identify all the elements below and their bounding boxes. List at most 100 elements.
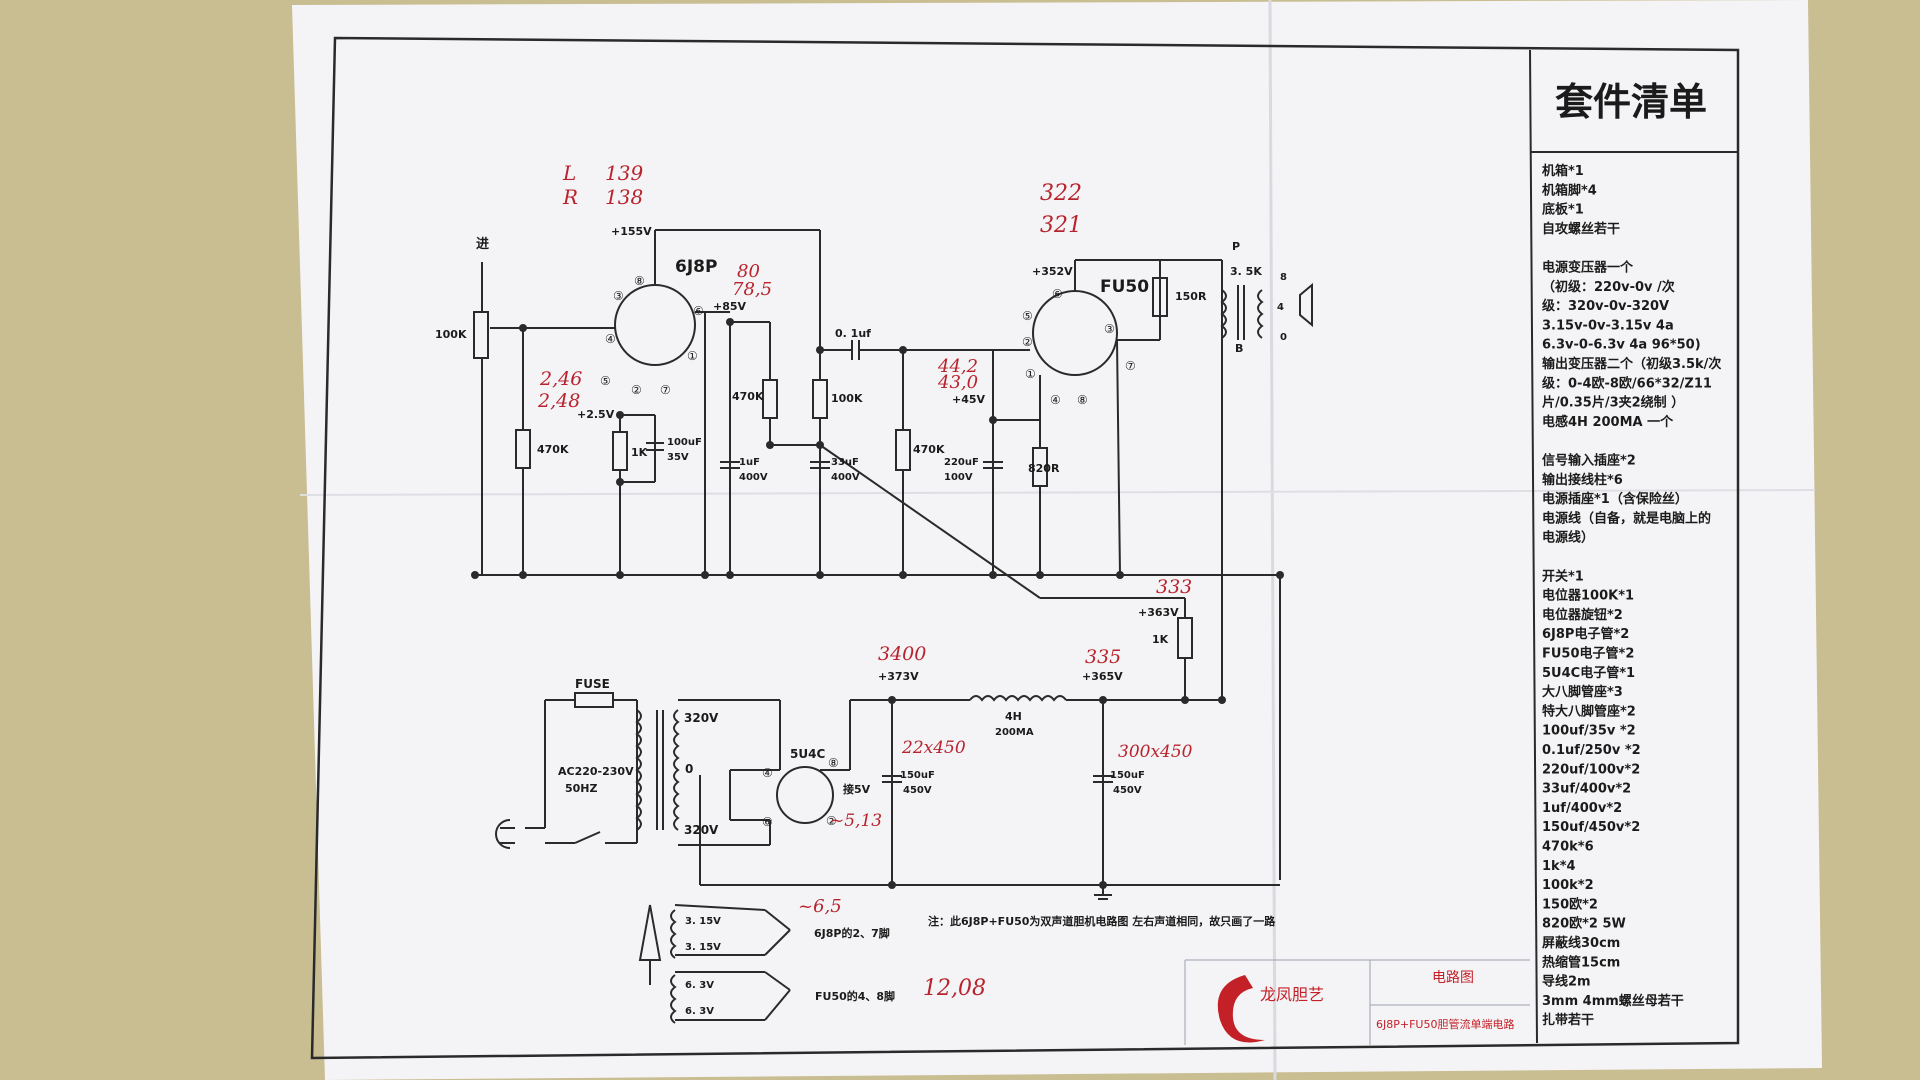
- kit-list-item: 扎带若干: [1542, 1012, 1594, 1028]
- kit-list-item: 5U4C电子管*1: [1542, 665, 1635, 681]
- kit-list-item: 1k*4: [1542, 859, 1576, 874]
- v25-label: +2.5V: [577, 408, 615, 421]
- svg-text:⑤: ⑤: [600, 374, 611, 388]
- kit-list-item: 电位器旋钮*2: [1542, 607, 1623, 623]
- kit-list-item: 片/0.35片/3夹2绕制 ）: [1542, 395, 1684, 411]
- filt1-c-volt: 450V: [903, 785, 932, 796]
- svg-text:⑦: ⑦: [660, 383, 671, 397]
- psu-wiring: [495, 692, 1280, 1024]
- fold-line: [299, 489, 1816, 496]
- hv-bottom-label: 320V: [684, 823, 719, 837]
- scr2-r-label: 150R: [1175, 290, 1207, 303]
- kit-list-item: 0.1uf/250v *2: [1542, 743, 1641, 758]
- svg-text:12,08: 12,08: [923, 976, 986, 1001]
- svg-text:78,5: 78,5: [732, 279, 772, 300]
- svg-text:2,48: 2,48: [537, 390, 580, 412]
- fold-line: [1268, 0, 1277, 1080]
- kit-list-item: 电源插座*1（含保险丝）: [1542, 491, 1688, 507]
- fil3-label: 6. 3V: [685, 980, 714, 991]
- kit-list-item: 电感4H 200MA 一个: [1542, 414, 1674, 430]
- svg-text:22x450: 22x450: [901, 738, 966, 758]
- spk-4-label: 4: [1277, 302, 1284, 313]
- svg-text:~5,13: ~5,13: [830, 811, 882, 831]
- input-label: 进: [476, 237, 489, 252]
- choke-current: 200MA: [995, 727, 1034, 738]
- v155-label: +155V: [611, 225, 652, 238]
- opt-b-label: B: [1235, 342, 1243, 355]
- spk-0-label: 0: [1280, 332, 1287, 343]
- svg-text:①: ①: [1025, 367, 1036, 381]
- kit-list-item: （初级：220v-0v /次: [1542, 279, 1675, 295]
- kit-title: 套件清单: [1555, 80, 1707, 124]
- kit-list-item: 电源线（自备，就是电脑上的: [1542, 510, 1711, 526]
- dec-c-volt: 400V: [739, 472, 768, 483]
- kit-list-item: 热缩管15cm: [1542, 954, 1620, 970]
- fil-note2: FU50的4、8脚: [815, 989, 895, 1003]
- svg-text:139: 139: [605, 161, 643, 185]
- kit-list-item: 机箱脚*4: [1542, 182, 1597, 198]
- fil-note1: 6J8P的2、7脚: [814, 926, 890, 940]
- svg-text:③: ③: [1104, 322, 1115, 336]
- svg-text:R: R: [562, 185, 578, 209]
- svg-text:322: 322: [1040, 181, 1082, 206]
- svg-text:80: 80: [737, 261, 760, 282]
- kit-list-item: 150uf/450v*2: [1542, 820, 1640, 835]
- filt2-c-volt: 450V: [1113, 785, 1142, 796]
- svg-text:④: ④: [762, 766, 773, 780]
- opt-p-label: P: [1232, 240, 1240, 253]
- kit-list-item: 底板*1: [1542, 202, 1584, 218]
- svg-text:⑧: ⑧: [1077, 393, 1088, 407]
- svg-text:⑥: ⑥: [693, 304, 704, 318]
- svg-text:④: ④: [605, 332, 616, 346]
- kit-list-item: 220uf/100v*2: [1542, 762, 1640, 777]
- kit-list-item: 820欧*2 5W: [1542, 916, 1626, 932]
- kit-list-item: 输出接线柱*6: [1542, 472, 1623, 488]
- kit-list-item: 导线2m: [1542, 974, 1591, 990]
- cath2-c-label: 220uF: [944, 457, 979, 468]
- kit-list-item: 100uf/35v *2: [1542, 724, 1636, 739]
- plate1-r-label: 470K: [732, 390, 764, 403]
- junction-dots: [471, 318, 1284, 704]
- kit-list-item: 屏蔽线30cm: [1542, 935, 1620, 951]
- coup-c-label: 0. 1uf: [835, 327, 871, 340]
- title-block: 龙凤胆艺 电路图 6J8P+FU50胆管流单端电路: [1184, 959, 1530, 1045]
- svg-text:⑥: ⑥: [1052, 287, 1063, 301]
- svg-text:④: ④: [1050, 393, 1061, 407]
- svg-text:⑥: ⑥: [762, 815, 773, 829]
- drop-r-label: 1K: [1152, 633, 1169, 646]
- svg-text:44,2: 44,2: [937, 356, 978, 377]
- kit-list-item: 级：0-4欧-8欧/66*32/Z11: [1542, 375, 1712, 391]
- kit-list-item: 电源线）: [1542, 530, 1594, 546]
- kit-list-item: 大八脚管座*3: [1542, 684, 1623, 700]
- svg-text:③: ③: [613, 289, 624, 303]
- scr-c-label: 33uF: [831, 457, 859, 468]
- tube-5u4c-label: 5U4C: [790, 747, 825, 761]
- kit-list-item: 6.3v-0-6.3v 4a 96*50): [1542, 338, 1701, 353]
- kit-list-item: 470k*6: [1542, 840, 1594, 855]
- kit-list-item: 输出变压器二个（初级3.5k/次: [1542, 356, 1721, 372]
- mains-label: AC220-230V: [558, 765, 634, 778]
- spk-8-label: 8: [1280, 272, 1287, 283]
- svg-text:②: ②: [1022, 335, 1033, 349]
- kit-list-item: 150欧*2: [1542, 896, 1598, 912]
- scr-c-volt: 400V: [831, 472, 860, 483]
- tube-fu50-label: FU50: [1100, 277, 1149, 297]
- pin-numbers: ⑧ ③ ⑥ ④ ⑤ ② ⑦ ① ⑥ ⑤ ② ③ ① ⑦ ④ ⑧ ④ ⑧ ② ⑥: [600, 274, 1136, 829]
- v365-label: +365V: [1082, 670, 1123, 683]
- svg-text:300x450: 300x450: [1118, 742, 1193, 762]
- svg-text:~6,5: ~6,5: [798, 896, 842, 917]
- cath1-c-volt: 35V: [667, 452, 689, 463]
- svg-text:⑧: ⑧: [634, 274, 645, 288]
- rect-pin-label: 接5V: [843, 782, 871, 796]
- kit-list-item: 开关*1: [1542, 568, 1584, 584]
- kit-list-item: 1uf/400v*2: [1542, 801, 1622, 816]
- kit-list-item: 自攻螺丝若干: [1542, 221, 1620, 237]
- svg-text:⑧: ⑧: [828, 756, 839, 770]
- kit-list-item: 3.15v-0v-3.15v 4a: [1542, 318, 1674, 333]
- footer-caption: 电路图: [1432, 970, 1474, 986]
- dragon-logo-icon: [1217, 975, 1265, 1043]
- grid2-r-label: 470K: [913, 443, 945, 456]
- svg-text:L: L: [562, 161, 576, 185]
- svg-text:2,46: 2,46: [539, 368, 582, 390]
- svg-text:⑤: ⑤: [1022, 309, 1033, 323]
